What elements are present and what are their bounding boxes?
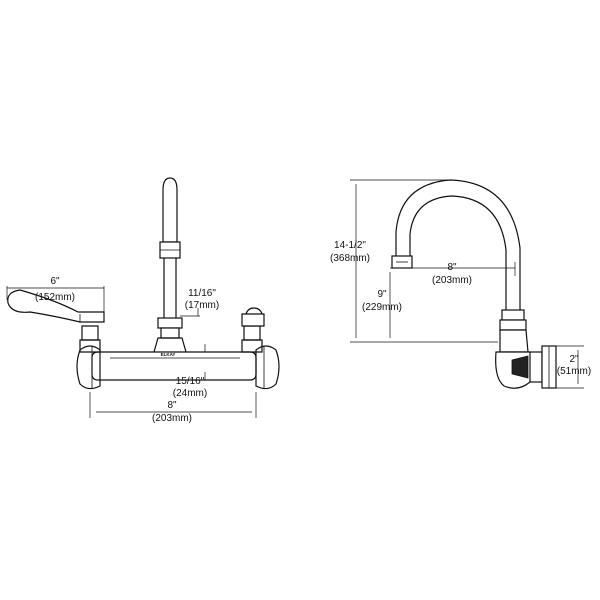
- front-view: ELKAY 6": [6, 177, 280, 424]
- side-valve-body: [495, 329, 557, 389]
- dim-center-spacing: 8" (203mm): [89, 392, 257, 424]
- dim-spout-reach: 8" (203mm): [398, 262, 516, 286]
- dim-gooseneck-offset: 11/16" (17mm): [180, 288, 219, 317]
- dim-body-height: 15/16" (24mm): [173, 344, 207, 399]
- dim-total-height-mm: (368mm): [330, 253, 370, 264]
- dim-flange-height-in: 2": [569, 354, 579, 365]
- dim-handle-width-in: 6": [50, 276, 60, 287]
- gooseneck-spout: [391, 179, 527, 331]
- dim-total-height-in: 14-1/2": [334, 240, 366, 251]
- dim-center-spacing-in: 8": [167, 400, 177, 411]
- dim-body-height-in: 15/16": [176, 376, 205, 387]
- left-flange: [76, 345, 101, 390]
- right-flange: [255, 345, 280, 390]
- dim-body-height-mm: (24mm): [173, 388, 207, 399]
- dim-center-spacing-mm: (203mm): [152, 413, 192, 424]
- gooseneck-riser: [153, 177, 187, 353]
- dim-gooseneck-offset-mm: (17mm): [185, 300, 219, 311]
- left-handle: [7, 289, 105, 353]
- dim-total-height: 14-1/2" (368mm): [330, 179, 450, 338]
- dim-spout-reach-mm: (203mm): [432, 275, 472, 286]
- dim-spout-reach-in: 8": [447, 262, 457, 273]
- dim-spout-clearance: 9" (229mm): [362, 267, 402, 338]
- dim-flange-height-mm: (51mm): [557, 366, 591, 377]
- dim-handle-width: 6" (152mm): [6, 276, 105, 312]
- dim-gooseneck-offset-in: 11/16": [188, 288, 216, 299]
- brand-mark: ELKAY: [161, 352, 176, 357]
- dim-handle-width-mm: (152mm): [35, 292, 75, 303]
- side-view: 14-1/2" (368mm) 8" (203mm) 9" (229mm) 2"…: [330, 179, 591, 389]
- dim-flange-height: 2" (51mm): [556, 345, 591, 389]
- dim-spout-clearance-mm: (229mm): [362, 302, 402, 313]
- right-handle: [241, 307, 265, 353]
- dim-spout-clearance-in: 9": [377, 289, 387, 300]
